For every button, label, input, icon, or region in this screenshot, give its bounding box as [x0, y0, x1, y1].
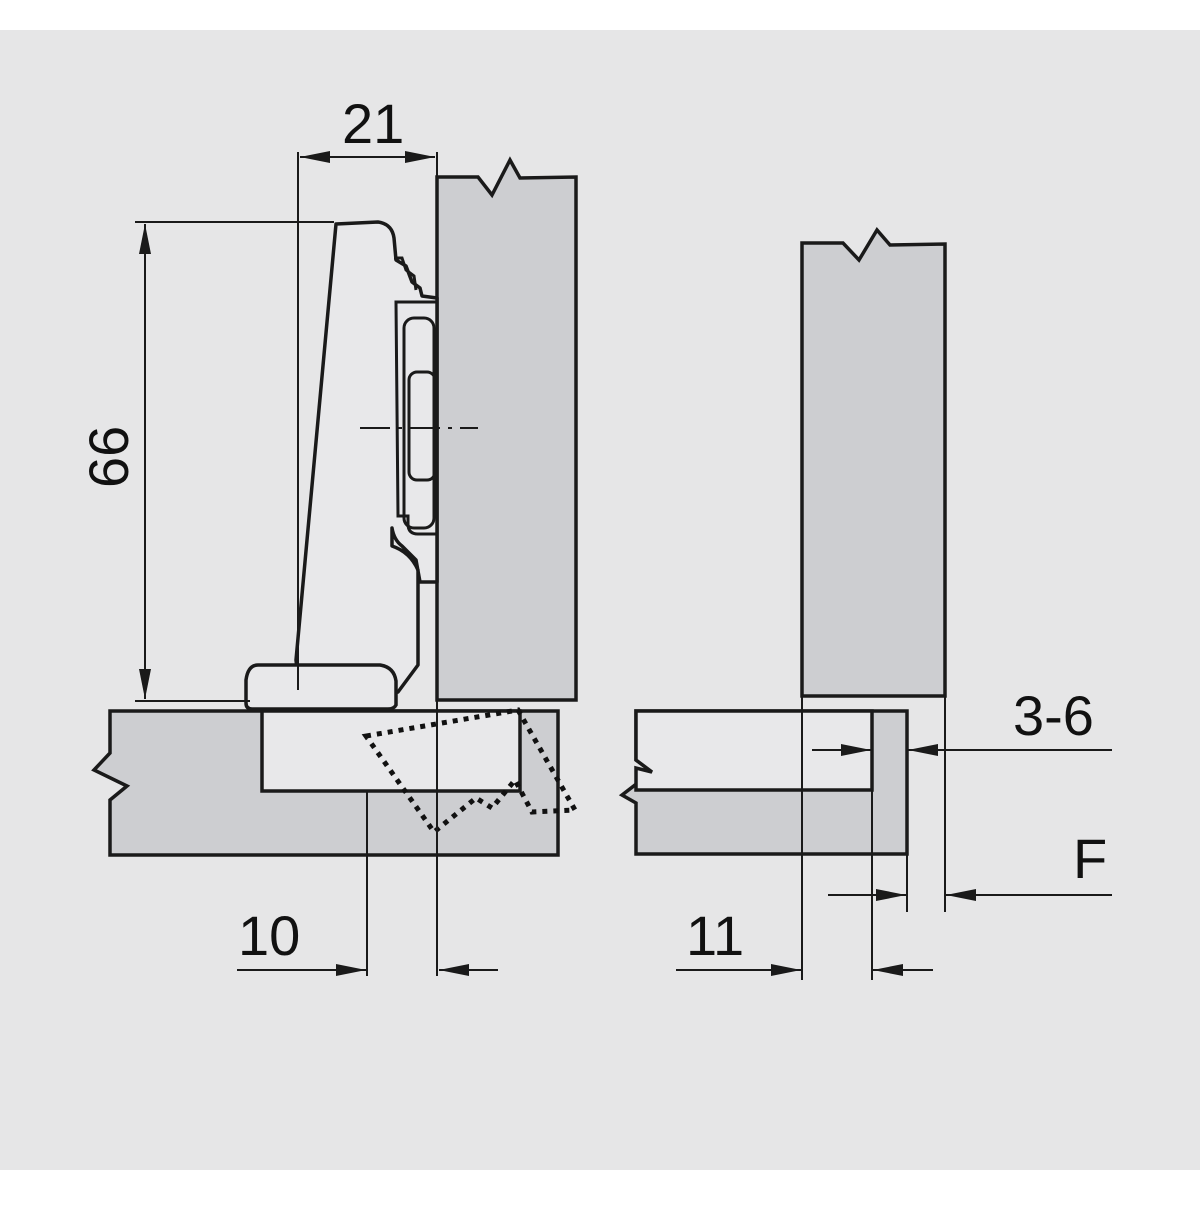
dim-21-label: 21 — [342, 92, 404, 155]
background-panel — [0, 30, 1200, 1170]
dim-66-label: 66 — [77, 426, 140, 488]
cabinet-side-right — [800, 227, 947, 698]
cabinet-side-left — [435, 156, 578, 702]
hinge-screw-slot — [407, 370, 437, 482]
dim-3-6-label: 3-6 — [1013, 684, 1094, 747]
hinge-cup-top — [244, 663, 398, 711]
dim-f-label: F — [1073, 827, 1107, 890]
hinge-cup-recess — [260, 709, 522, 793]
hinge-inner-frame — [394, 300, 439, 536]
dim-10-label: 10 — [238, 904, 300, 967]
dim-11-label: 11 — [686, 904, 744, 967]
hinge-step-detail — [394, 256, 418, 291]
hinge-arm — [294, 220, 439, 697]
